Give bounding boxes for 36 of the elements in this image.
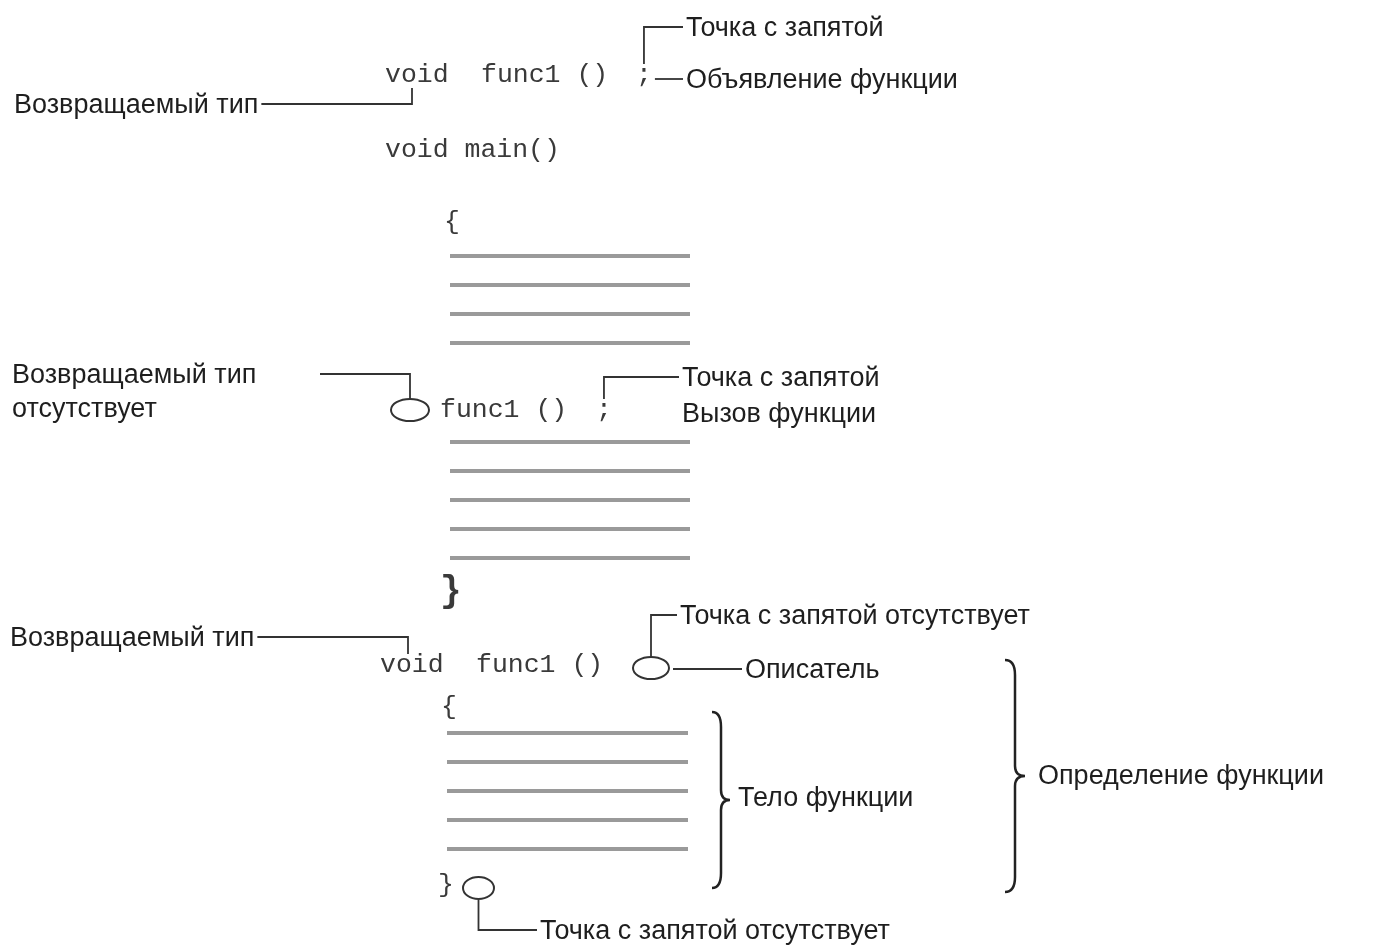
annotation-text: Точка с запятой	[686, 10, 884, 44]
annotation-text: Тело функции	[738, 781, 914, 814]
annotation-text: Точка с запятой отсутствует	[680, 598, 1030, 632]
code-text: void main()	[385, 134, 560, 167]
code-text: void	[380, 648, 444, 682]
code-text: {	[444, 206, 460, 239]
leader-line	[256, 636, 409, 655]
annotation-text: Возвращаемый тип отсутствует	[12, 357, 317, 425]
code-text: ;	[596, 393, 612, 427]
leader-line	[477, 899, 538, 931]
annotation-text: Объявление функции	[686, 62, 958, 96]
empty-circle	[390, 398, 430, 422]
leader-line	[319, 373, 411, 399]
annotation-text: Вызов функции	[682, 397, 877, 430]
code-text: {	[441, 691, 457, 724]
empty-circle	[462, 876, 495, 900]
leader-line	[672, 668, 743, 670]
annotation-text: Возвращаемый тип	[10, 620, 255, 654]
code-text: func1 ()	[440, 393, 568, 427]
code-text: }	[440, 575, 462, 609]
leader-line	[654, 78, 684, 80]
leader-line	[643, 26, 684, 65]
leader-line	[260, 87, 413, 105]
annotation-text: Точка с запятой	[682, 360, 880, 394]
empty-circle	[632, 656, 670, 680]
annotation-text: Возвращаемый тип	[14, 87, 259, 121]
leader-line	[603, 376, 680, 400]
code-text: ;	[636, 58, 652, 92]
annotation-text: Описатель	[745, 652, 880, 686]
leader-line	[650, 614, 678, 657]
code-text: func1 ()	[476, 648, 604, 682]
code-text: }	[438, 869, 454, 902]
code-text: func1 ()	[481, 58, 609, 92]
annotation-text: Точка с запятой отсутствует	[540, 913, 890, 947]
code-text: void	[385, 58, 449, 92]
annotation-text: Определение функции	[1038, 759, 1324, 792]
